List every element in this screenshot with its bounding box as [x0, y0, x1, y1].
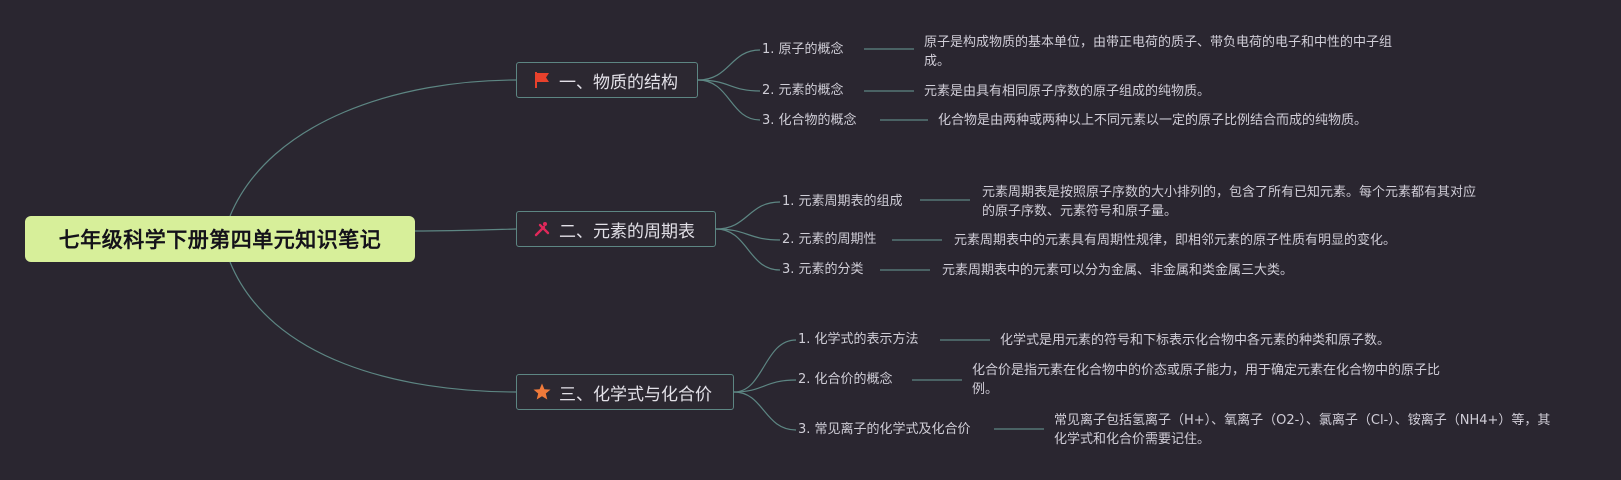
- detail-compound: 化合物是由两种或两种以上不同元素以一定的原子比例结合而成的纯物质。: [938, 113, 1368, 128]
- branch1-link-2: [697, 79, 761, 92]
- root-link-3: [229, 261, 517, 393]
- root-node[interactable]: 七年级科学下册第四单元知识笔记: [25, 216, 415, 262]
- branch-node-periodic-table[interactable]: 二、元素的周期表: [516, 211, 716, 247]
- detail-classification: 元素周期表中的元素可以分为金属、非金属和类金属三大类。: [942, 263, 1294, 278]
- branch-title: 二、元素的周期表: [559, 221, 695, 242]
- branch-node-structure[interactable]: 一、物质的结构: [516, 62, 698, 98]
- orange-star-icon: [531, 381, 553, 403]
- sub-node-atom[interactable]: 1. 原子的概念: [762, 42, 844, 57]
- branch1-link-1: [697, 49, 761, 81]
- branch3-link-1: [733, 339, 797, 393]
- branch-title: 一、物质的结构: [559, 72, 678, 93]
- detail-atom: 原子是构成物质的基本单位，由带正电荷的质子、带负电荷的电子和中性的中子组成。: [924, 35, 1393, 69]
- sub-node-formula-notation[interactable]: 1. 化学式的表示方法: [798, 332, 919, 347]
- detail-common-ions: 常见离子包括氢离子（H+）、氧离子（O2-）、氯离子（Cl-）、铵离子（NH4+…: [1054, 413, 1551, 447]
- detail-periodicity: 元素周期表中的元素具有周期性规律，即相邻元素的原子性质有明显的变化。: [954, 233, 1397, 248]
- branch1-link-3: [697, 79, 761, 121]
- red-flag-icon: [531, 69, 553, 91]
- branch-title: 三、化学式与化合价: [559, 384, 712, 405]
- branch3-link-2: [733, 379, 797, 393]
- branch-node-formula-valence[interactable]: 三、化学式与化合价: [516, 374, 734, 410]
- sub-node-common-ions[interactable]: 3. 常见离子的化学式及化合价: [798, 422, 971, 437]
- sub-node-element[interactable]: 2. 元素的概念: [762, 83, 844, 98]
- branch3-link-3: [733, 391, 797, 431]
- sub-node-periodicity[interactable]: 2. 元素的周期性: [782, 232, 877, 247]
- branch2-link-3: [715, 228, 781, 271]
- detail-formula-notation: 化学式是用元素的符号和下标表示化合物中各元素的种类和原子数。: [1000, 333, 1391, 348]
- detail-table-composition: 元素周期表是按照原子序数的大小排列的，包含了所有已知元素。每个元素都有其对应的原…: [982, 185, 1477, 219]
- detail-valence: 化合价是指元素在化合物中的价态或原子能力，用于确定元素在化合物中的原子比例。: [972, 363, 1441, 397]
- root-link-2: [414, 228, 517, 232]
- sub-node-compound[interactable]: 3. 化合物的概念: [762, 113, 857, 128]
- branch2-link-2: [715, 228, 781, 241]
- root-link-1: [229, 79, 517, 217]
- tools-icon: [531, 218, 553, 240]
- sub-node-classification[interactable]: 3. 元素的分类: [782, 262, 864, 277]
- branch2-link-1: [715, 201, 781, 230]
- detail-element: 元素是由具有相同原子序数的原子组成的纯物质。: [924, 84, 1211, 99]
- sub-node-table-composition[interactable]: 1. 元素周期表的组成: [782, 194, 903, 209]
- root-title: 七年级科学下册第四单元知识笔记: [58, 228, 382, 252]
- sub-node-valence[interactable]: 2. 化合价的概念: [798, 372, 893, 387]
